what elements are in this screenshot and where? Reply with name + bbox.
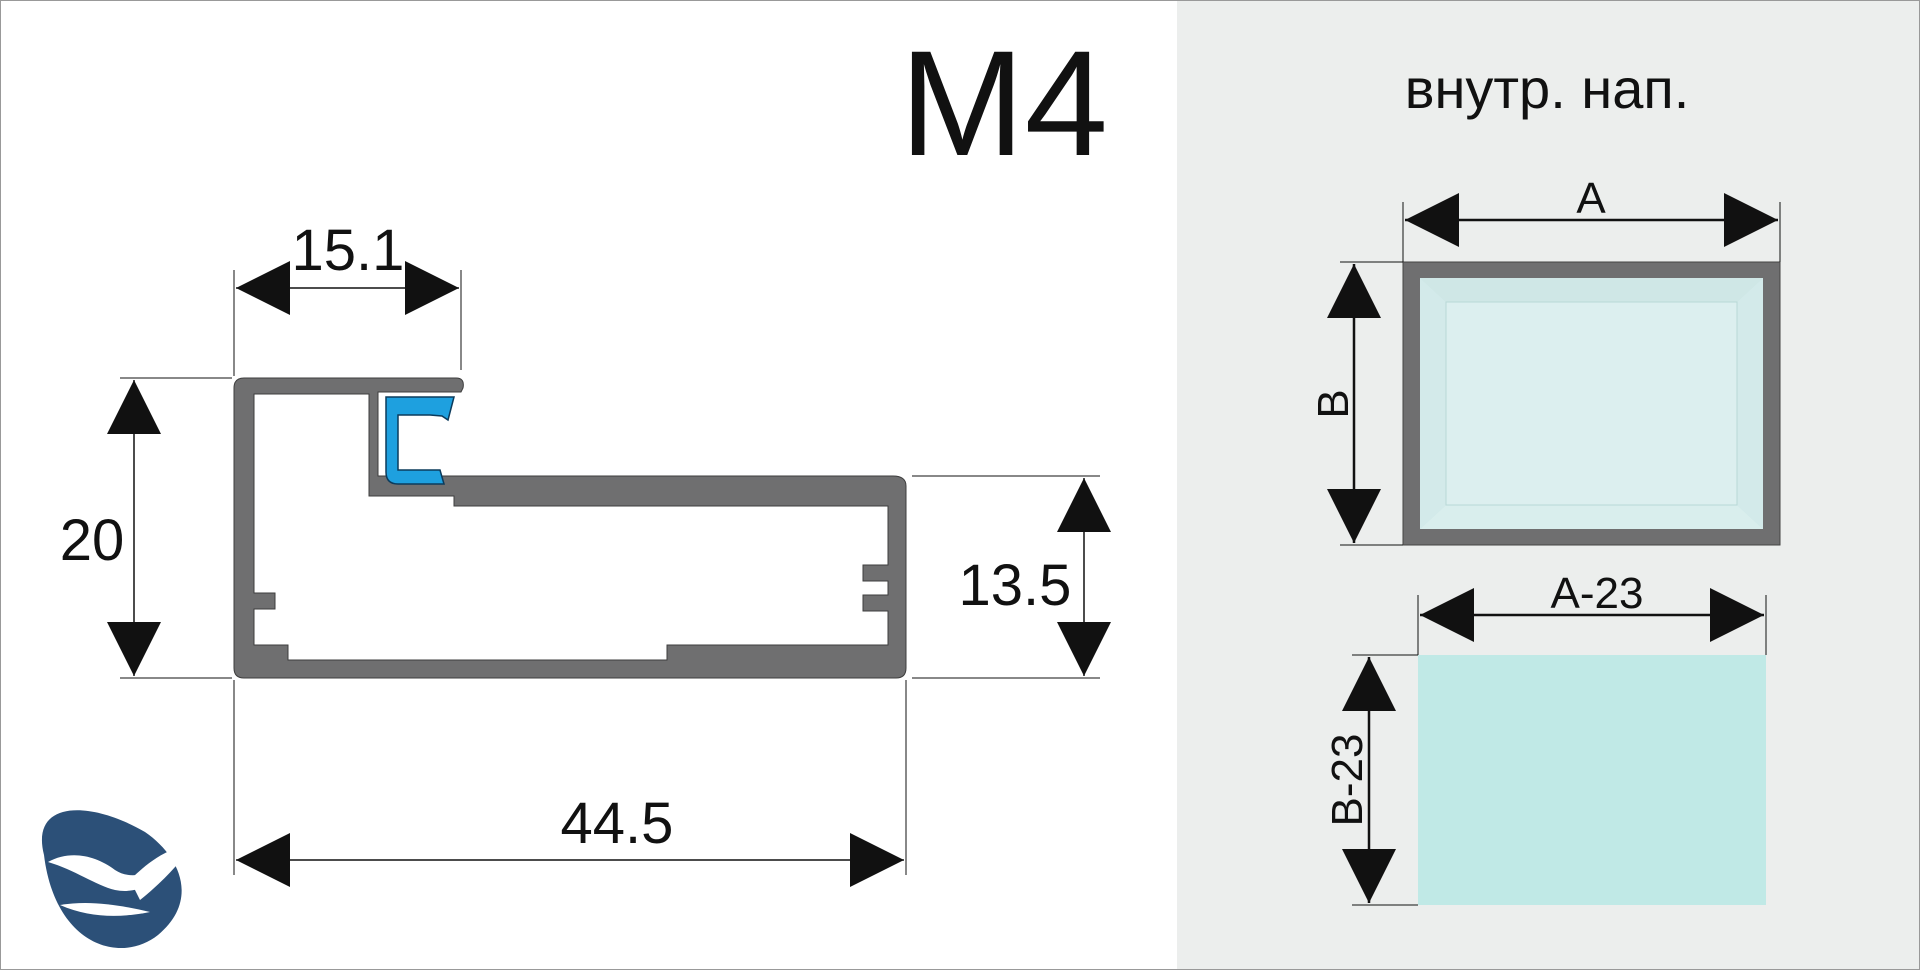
dimension-step-height: 13.5	[912, 475, 1111, 679]
bird-logo-icon	[41, 810, 195, 949]
frame-bevel-top	[1420, 278, 1763, 302]
dimension-label-total-width: 44.5	[561, 791, 674, 856]
dimension-label-glass-height: B-23	[1323, 734, 1372, 827]
dimension-label-frame-width: A	[1576, 174, 1606, 223]
dimension-height: 20	[60, 377, 232, 679]
frame-bevel-bottom	[1420, 505, 1763, 529]
dimension-label-step-height: 13.5	[959, 553, 1072, 618]
dimension-total-width: 44.5	[233, 680, 907, 887]
glass-panel	[1418, 655, 1766, 905]
dimension-top-width: 15.1	[233, 218, 462, 376]
dimension-label-top-width: 15.1	[292, 218, 405, 283]
blue-seal	[385, 396, 455, 485]
profile-body	[233, 377, 907, 679]
framed-glass-diagram: A B	[1309, 174, 1781, 546]
info-panel-caption: внутр. нап.	[1405, 57, 1690, 120]
dimension-label-glass-width: A-23	[1551, 569, 1644, 618]
dimension-label-height: 20	[60, 508, 125, 573]
frame-glass-inner	[1445, 301, 1738, 506]
frame-bevel-right	[1737, 278, 1763, 529]
frame-bevel-left	[1420, 278, 1446, 529]
dimension-label-frame-height: B	[1309, 389, 1358, 418]
profile-cross-section	[233, 377, 907, 679]
model-title: M4	[900, 19, 1108, 187]
glass-size-diagram: A-23 B-23	[1323, 569, 1767, 906]
